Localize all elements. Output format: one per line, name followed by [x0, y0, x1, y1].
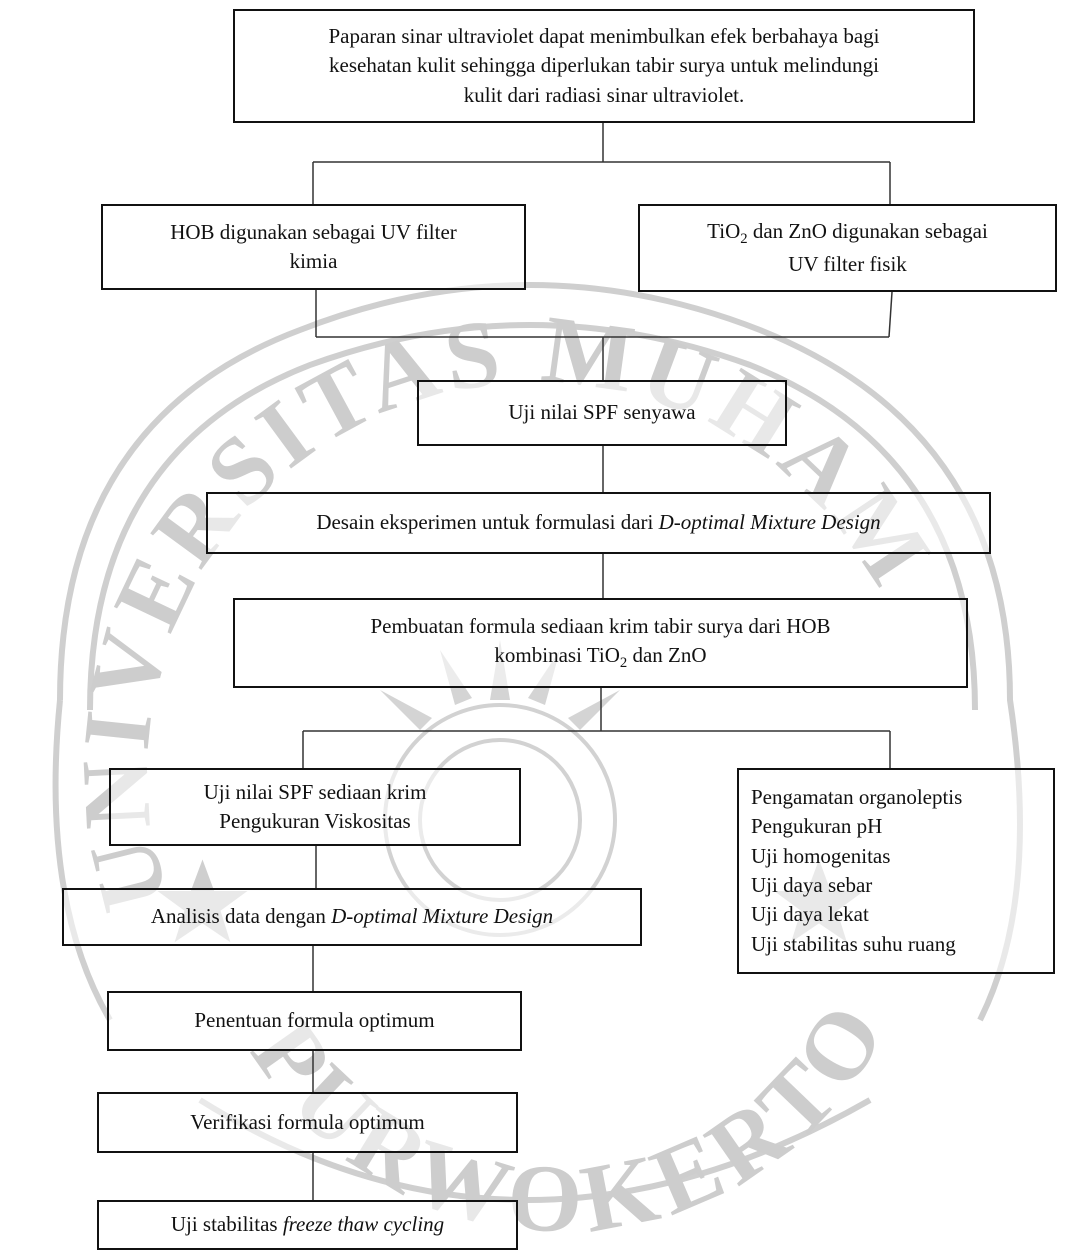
- desain-label: Desain eksperimen untuk formulasi dari D…: [316, 510, 881, 535]
- verifikasi-formula-box: Verifikasi formula optimum: [97, 1092, 518, 1153]
- freeze-thaw-label: Uji stabilitas freeze thaw cycling: [170, 1212, 445, 1237]
- uji-spf-krim-line-2: Pengukuran Viskositas: [219, 809, 411, 833]
- uji-spf-krim-box: Uji nilai SPF sediaan krim Pengukuran Vi…: [109, 768, 521, 846]
- penentuan-formula-box: Penentuan formula optimum: [107, 991, 522, 1051]
- analisis-label: Analisis data dengan D-optimal Mixture D…: [150, 904, 554, 929]
- desain-eksperimen-box: Desain eksperimen untuk formulasi dari D…: [206, 492, 991, 554]
- intro-line-1: Paparan sinar ultraviolet dapat menimbul…: [328, 23, 880, 48]
- pengamatan-item: Pengamatan organoleptis: [751, 784, 963, 809]
- uji-spf-krim-line-1: Uji nilai SPF sediaan krim: [203, 779, 427, 804]
- hob-line-1: HOB digunakan sebagai UV filter: [170, 219, 457, 244]
- pengamatan-list-box: Pengamatan organoleptis Pengukuran pH Uj…: [737, 768, 1055, 974]
- intro-box: Paparan sinar ultraviolet dapat menimbul…: [233, 9, 975, 123]
- intro-line-3: kulit dari radiasi sinar ultraviolet.: [463, 82, 745, 107]
- pembuatan-line-1: Pembuatan formula sediaan krim tabir sur…: [370, 613, 831, 638]
- uji-spf-senyawa-label: Uji nilai SPF senyawa: [508, 400, 696, 425]
- uji-spf-senyawa-box: Uji nilai SPF senyawa: [417, 380, 787, 446]
- pengamatan-item: Uji daya sebar: [751, 873, 873, 897]
- tio2-line-1: TiO2 dan ZnO digunakan sebagai: [707, 218, 988, 248]
- hob-chemical-filter-box: HOB digunakan sebagai UV filter kimia: [101, 204, 526, 290]
- tio2-line-2: UV filter fisik: [788, 251, 907, 276]
- hob-line-2: kimia: [289, 249, 338, 273]
- tio2-zno-physical-filter-box: TiO2 dan ZnO digunakan sebagai UV filter…: [638, 204, 1057, 292]
- intro-line-2: kesehatan kulit sehingga diperlukan tabi…: [329, 53, 879, 78]
- pembuatan-line-2: kombinasi TiO2 dan ZnO: [494, 643, 707, 672]
- penentuan-label: Penentuan formula optimum: [194, 1008, 435, 1033]
- pengamatan-item: Uji stabilitas suhu ruang: [751, 931, 956, 956]
- pengamatan-item: Pengukuran pH: [751, 814, 883, 839]
- verifikasi-label: Verifikasi formula optimum: [190, 1109, 425, 1134]
- analisis-data-box: Analisis data dengan D-optimal Mixture D…: [62, 888, 642, 946]
- pembuatan-formula-box: Pembuatan formula sediaan krim tabir sur…: [233, 598, 968, 688]
- pengamatan-item: Uji daya lekat: [751, 902, 869, 927]
- pengamatan-item: Uji homogenitas: [751, 843, 891, 868]
- freeze-thaw-box: Uji stabilitas freeze thaw cycling: [97, 1200, 518, 1250]
